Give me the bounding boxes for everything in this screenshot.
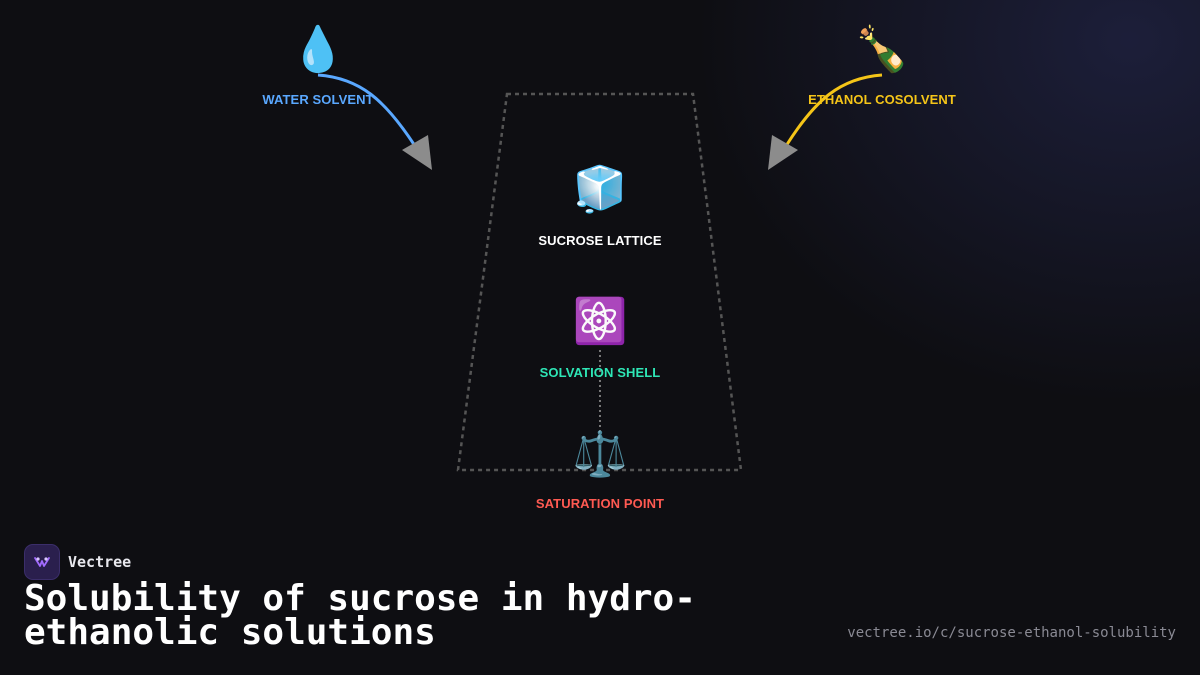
source-url[interactable]: vectree.io/c/sucrose-ethanol-solubility	[847, 625, 1176, 641]
sucrose-lattice-label: SUCROSE LATTICE	[538, 233, 662, 248]
page-title: Solubility of sucrose in hydro-ethanolic…	[24, 578, 696, 653]
saturation-point-label: SATURATION POINT	[535, 496, 665, 511]
vectree-logo-icon	[24, 544, 60, 580]
water-arrow-curve	[317, 73, 417, 147]
brand-name: Vectree	[68, 553, 132, 571]
ethanol-arrow-curve	[784, 73, 883, 147]
solvation-shell-label: SOLVATION SHELL	[539, 365, 661, 380]
ethanol-arrowhead	[768, 135, 798, 170]
balance-scale-icon: ⚖️	[572, 429, 628, 480]
water-arrowhead	[402, 135, 432, 170]
atom-icon: ⚛️	[572, 296, 628, 347]
ice-cube-icon: 🧊	[572, 164, 628, 215]
brand[interactable]: Vectree	[24, 544, 131, 580]
bottle-icon: 🍾	[854, 24, 910, 75]
solution-vessel-outline	[456, 92, 743, 472]
water-solvent-label: WATER SOLVENT	[262, 92, 374, 107]
ethanol-cosolvent-label: ETHANOL COSOLVENT	[808, 92, 956, 107]
water-drop-icon: 💧	[290, 24, 346, 75]
